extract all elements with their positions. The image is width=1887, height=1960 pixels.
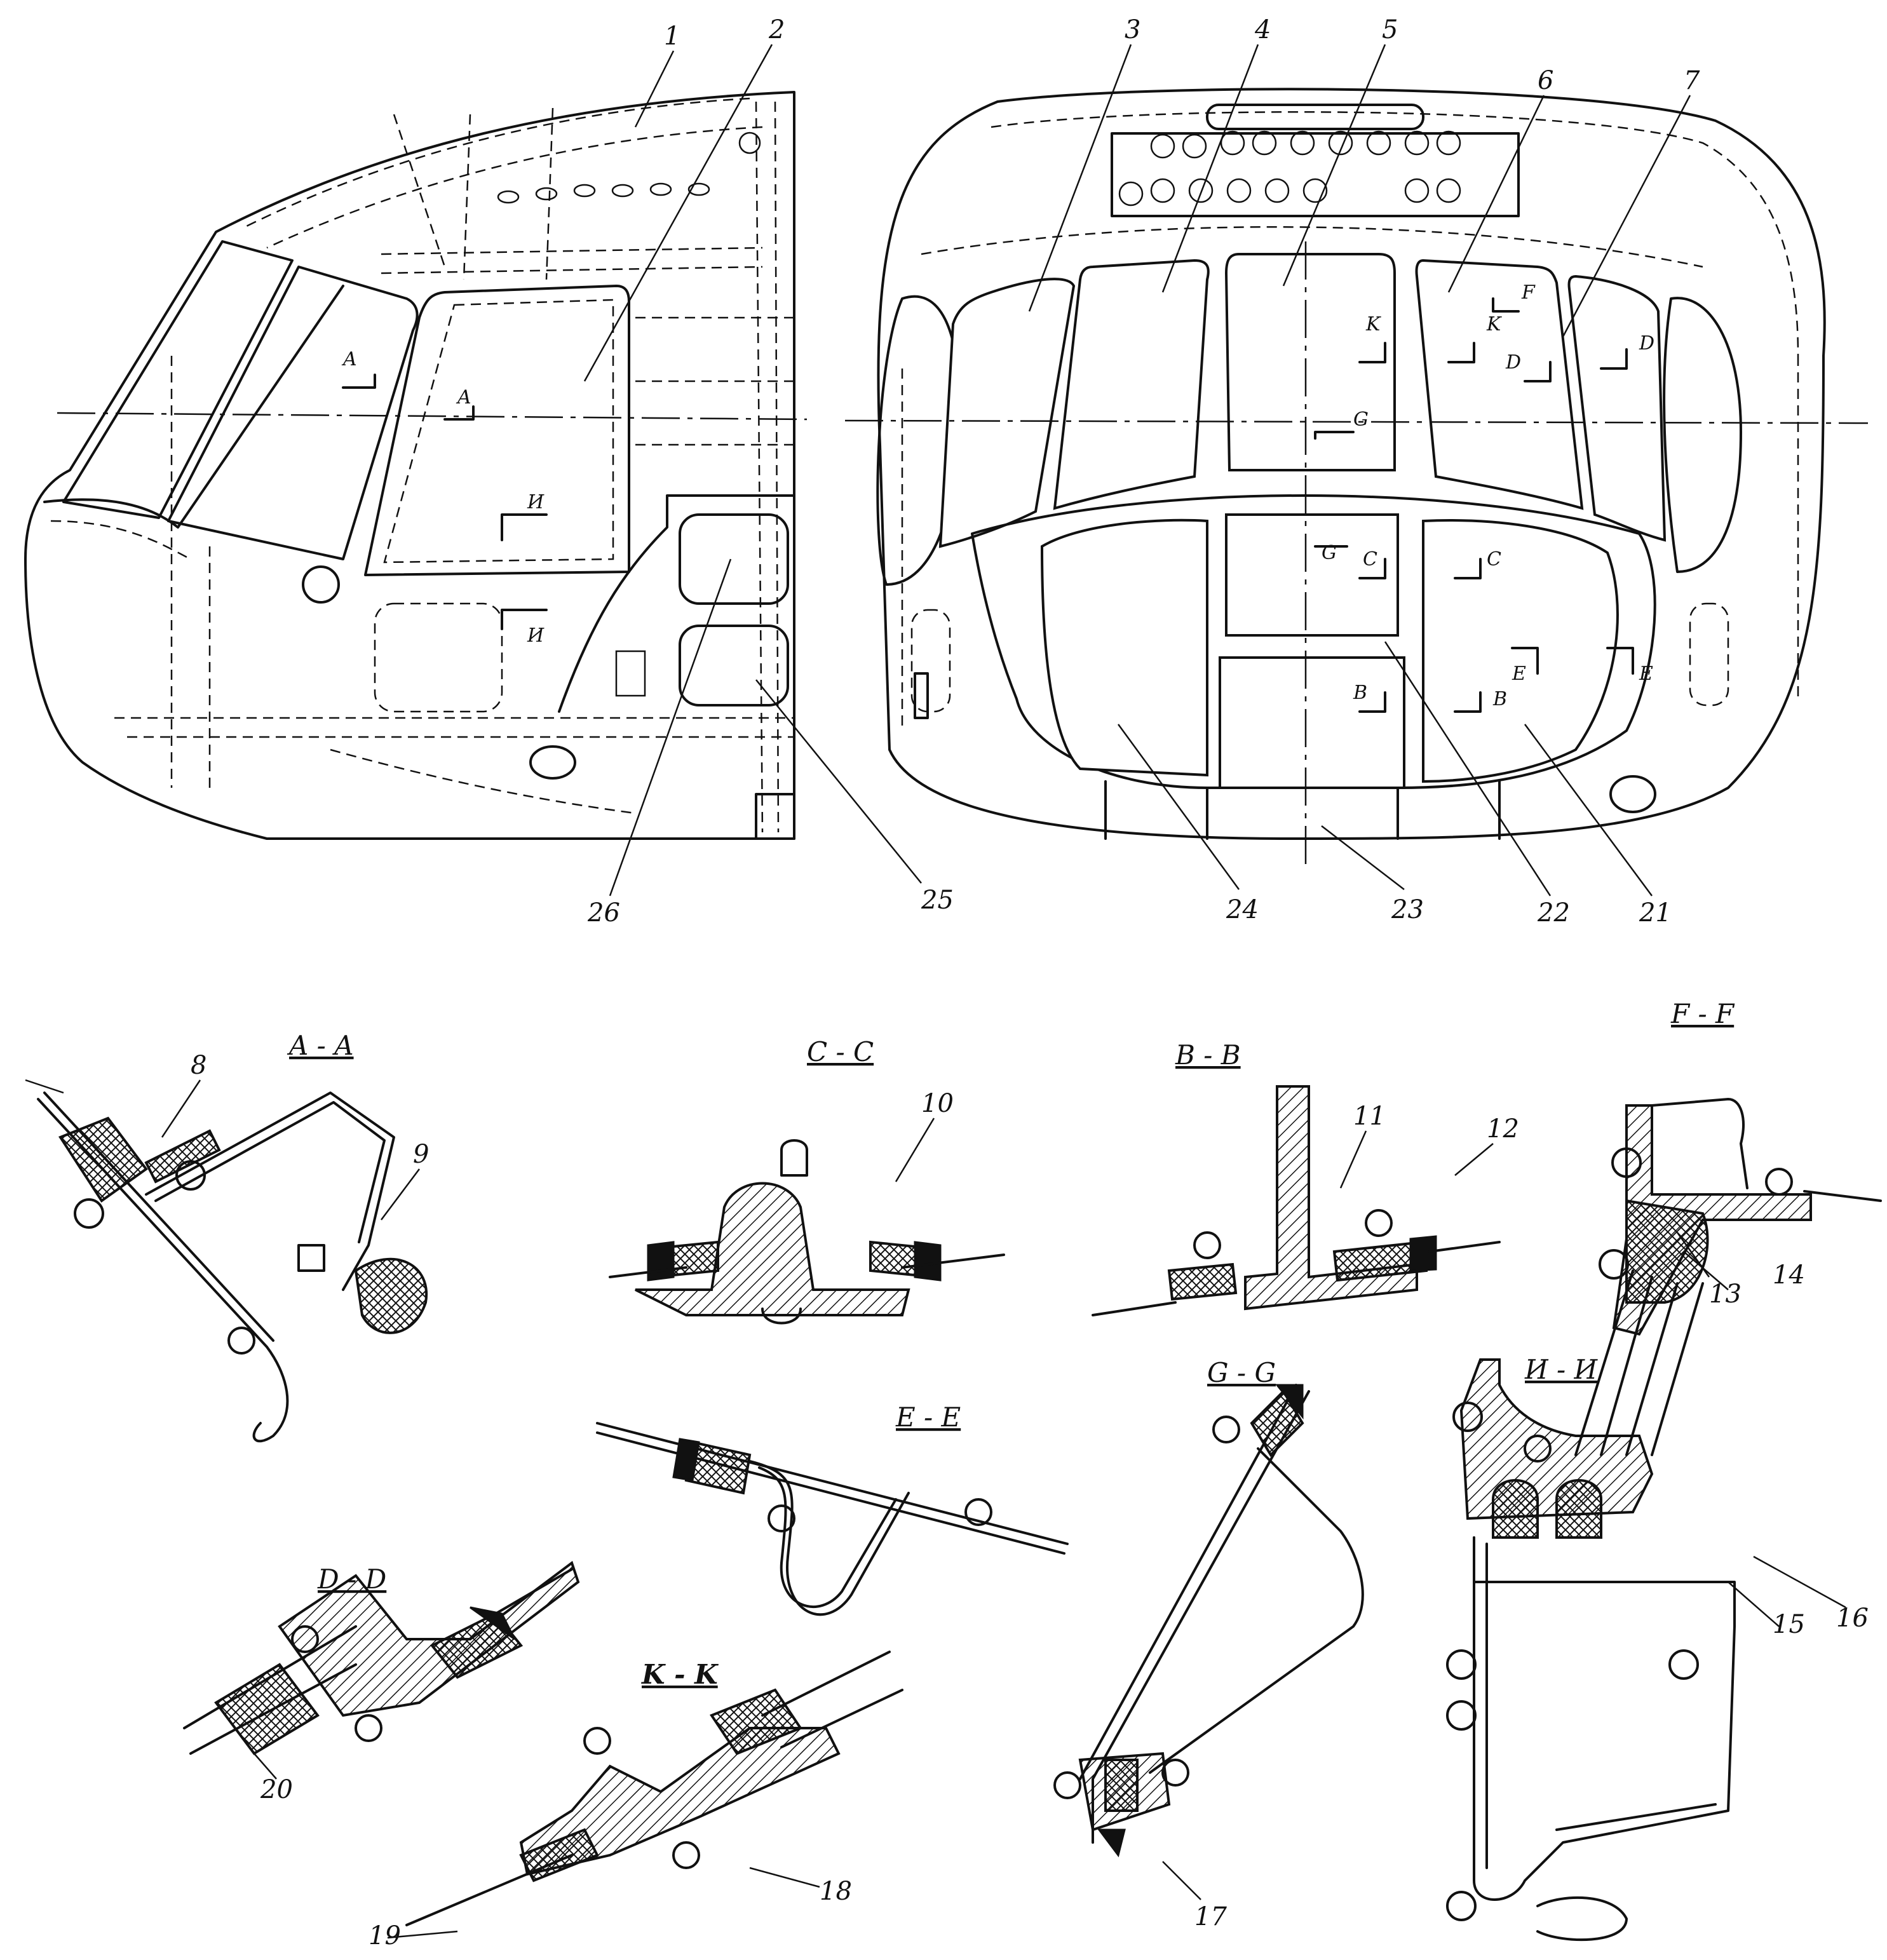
marker-i-2: И bbox=[527, 625, 544, 647]
section-bb bbox=[1092, 1085, 1501, 1316]
callout-labels: 1 2 3 4 5 6 7 8 9 10 11 12 13 14 15 16 1… bbox=[191, 15, 1869, 1950]
side-blister-door bbox=[364, 285, 630, 576]
side-port-left bbox=[302, 565, 340, 604]
section-gg bbox=[1053, 1384, 1364, 1858]
lower-panel-22 bbox=[1225, 513, 1399, 637]
marker-i-1: И bbox=[527, 491, 544, 513]
callout-9: 9 bbox=[413, 1140, 429, 1169]
upper-panel-6 bbox=[1415, 259, 1584, 510]
marker-e-2: E bbox=[1639, 663, 1653, 685]
marker-k-1: K bbox=[1365, 313, 1381, 335]
callout-12: 12 bbox=[1487, 1114, 1519, 1144]
callout-10: 10 bbox=[921, 1089, 954, 1118]
front-port bbox=[1609, 775, 1656, 813]
front-fuselage-outline bbox=[877, 88, 1826, 840]
side-view: A A И И bbox=[24, 91, 808, 840]
upper-instrument-holes bbox=[1118, 130, 1461, 206]
section-dd bbox=[183, 1560, 580, 1755]
callout-25: 25 bbox=[921, 886, 954, 915]
title-aa: A - A bbox=[287, 1030, 354, 1061]
side-hatch-port bbox=[529, 745, 576, 780]
marker-a-1: A bbox=[341, 348, 357, 370]
callout-22: 22 bbox=[1537, 898, 1570, 928]
front-blister-right bbox=[1663, 297, 1742, 573]
callout-16: 16 bbox=[1836, 1604, 1869, 1633]
callout-18: 18 bbox=[820, 1877, 852, 1906]
section-cc bbox=[609, 1139, 1005, 1325]
marker-a-2: A bbox=[456, 386, 471, 409]
marker-c-2: C bbox=[1487, 548, 1501, 571]
side-fuselage-outline bbox=[24, 91, 795, 840]
title-ee: E - E bbox=[895, 1402, 961, 1433]
title-cc: C - C bbox=[807, 1036, 874, 1067]
windshield-center bbox=[167, 266, 419, 560]
callout-24: 24 bbox=[1226, 895, 1259, 924]
section-ff bbox=[1574, 1098, 1882, 1456]
rivet-row bbox=[497, 182, 710, 204]
callout-7: 7 bbox=[1684, 66, 1700, 95]
callout-3: 3 bbox=[1125, 15, 1140, 44]
small-window-upper bbox=[679, 513, 789, 605]
upper-panel-7 bbox=[1567, 274, 1667, 542]
section-kk bbox=[405, 1651, 903, 1926]
lower-panel-23 bbox=[1219, 656, 1405, 789]
marker-f-1: F bbox=[1521, 281, 1536, 304]
marker-d-1: D bbox=[1505, 351, 1521, 374]
section-titles: A - A C - C B - B F - F E - E G - G И - … bbox=[287, 998, 1735, 1690]
marker-d-2: D bbox=[1639, 332, 1654, 355]
marker-c-1: C bbox=[1363, 548, 1377, 571]
callout-8: 8 bbox=[191, 1051, 206, 1080]
callout-23: 23 bbox=[1391, 895, 1424, 924]
callout-14: 14 bbox=[1773, 1260, 1805, 1290]
marker-g-2: G bbox=[1322, 542, 1337, 564]
title-dd: D - D bbox=[317, 1564, 386, 1595]
title-kk: K - K bbox=[641, 1659, 719, 1690]
callout-20: 20 bbox=[260, 1775, 293, 1804]
callout-1: 1 bbox=[664, 22, 680, 51]
upper-panel-4 bbox=[1053, 259, 1210, 510]
callout-13: 13 bbox=[1709, 1280, 1742, 1309]
callout-17: 17 bbox=[1194, 1902, 1227, 1931]
section-ee bbox=[596, 1422, 1069, 1616]
title-ii: И - И bbox=[1524, 1354, 1599, 1385]
upper-panel-3 bbox=[938, 278, 1076, 548]
callout-15: 15 bbox=[1773, 1610, 1805, 1639]
marker-g-1: G bbox=[1353, 409, 1369, 431]
marker-k-2: K bbox=[1486, 313, 1502, 335]
callout-26: 26 bbox=[587, 898, 620, 928]
leader-lines bbox=[161, 44, 1846, 1939]
callout-4: 4 bbox=[1254, 15, 1271, 44]
callout-2: 2 bbox=[768, 15, 785, 44]
section-ii bbox=[1446, 1358, 1736, 1942]
marker-b-2: B bbox=[1492, 688, 1507, 710]
callout-5: 5 bbox=[1382, 15, 1398, 44]
lower-panel-21 bbox=[1422, 519, 1619, 783]
marker-b-1: B bbox=[1353, 682, 1367, 704]
upper-panel-5 bbox=[1224, 253, 1396, 471]
section-aa bbox=[25, 1079, 428, 1443]
front-blister-left bbox=[876, 295, 961, 586]
title-ff: F - F bbox=[1670, 998, 1735, 1029]
callout-19: 19 bbox=[369, 1921, 401, 1950]
front-view: K K D D F G G C C B B E E bbox=[844, 88, 1869, 864]
callout-6: 6 bbox=[1538, 66, 1553, 95]
callout-21: 21 bbox=[1639, 898, 1672, 928]
lower-panel-24 bbox=[1040, 518, 1208, 777]
small-window-lower bbox=[679, 625, 789, 706]
windshield-left bbox=[62, 240, 294, 519]
callout-11: 11 bbox=[1353, 1102, 1386, 1131]
title-gg: G - G bbox=[1207, 1357, 1276, 1388]
title-bb: B - B bbox=[1175, 1039, 1241, 1071]
marker-e-1: E bbox=[1512, 663, 1526, 685]
